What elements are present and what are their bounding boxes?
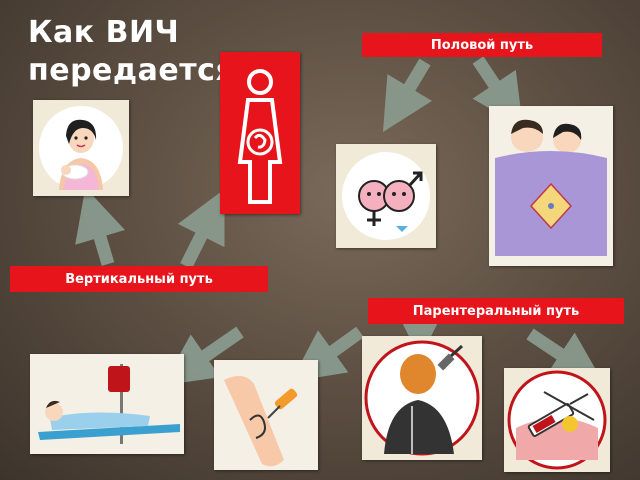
label-vertical-route: Вертикальный путь xyxy=(10,266,268,292)
card-couple xyxy=(489,106,613,266)
card-mother xyxy=(33,100,129,196)
card-tattoo xyxy=(214,360,318,470)
card-pregnant xyxy=(220,52,300,214)
title-line-1: Как ВИЧ xyxy=(28,15,180,50)
card-drug xyxy=(362,336,482,460)
arrow-to-needles xyxy=(526,328,604,383)
label-sexual-route: Половой путь xyxy=(362,33,602,57)
male-female-symbols-icon xyxy=(342,152,430,240)
arrow-to-pregnant xyxy=(177,189,225,269)
label-parenteral-route: Парентеральный путь xyxy=(368,298,624,324)
arrow-to-couple xyxy=(472,56,523,128)
card-transfusion xyxy=(30,354,184,454)
pregnant-woman-icon xyxy=(237,69,283,204)
title-line-2: передается xyxy=(28,53,236,88)
drug-user-syringe-icon xyxy=(364,340,480,456)
couple-in-bed-icon xyxy=(489,106,613,266)
syringes-icon xyxy=(507,370,607,470)
card-needles xyxy=(504,368,610,472)
mother-with-baby-icon xyxy=(39,106,123,190)
arrow-to-mother xyxy=(75,187,126,266)
blood-transfusion-icon xyxy=(30,354,184,454)
page-title: Как ВИЧ передается xyxy=(28,14,235,90)
tattoo-arm-icon xyxy=(214,360,318,470)
card-gender xyxy=(336,144,436,248)
arrow-to-gender xyxy=(382,58,433,133)
